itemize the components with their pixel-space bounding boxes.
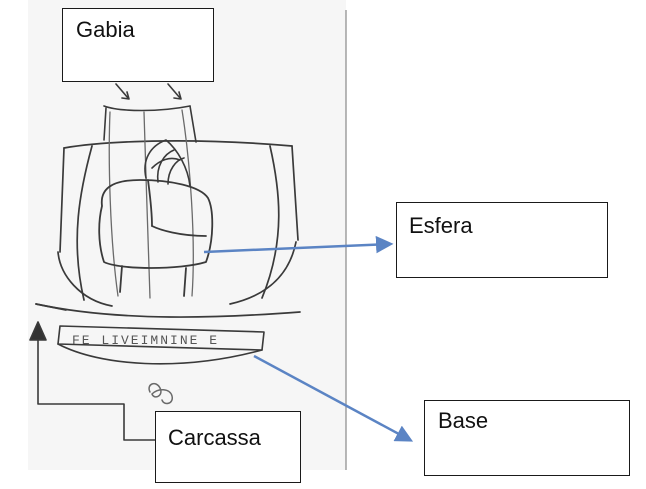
- frame-bracket: [29, 321, 161, 441]
- sketch-signature: [148, 382, 173, 405]
- base-strip: [57, 325, 265, 365]
- gabia-label-box: Gabia: [62, 8, 214, 82]
- base-label: Base: [438, 408, 489, 433]
- base-arrow: [253, 354, 414, 442]
- esfera-label-box: Esfera: [396, 202, 608, 278]
- carcassa-label: Carcassa: [168, 425, 261, 450]
- esfera-label: Esfera: [409, 213, 473, 238]
- inner-cage: [108, 109, 194, 299]
- carcassa-label-box: Carcassa: [155, 411, 301, 483]
- fan-blades: [144, 139, 191, 187]
- sphere-element: [98, 179, 214, 297]
- gabia-label: Gabia: [76, 17, 135, 42]
- base-handwriting: FE LIVEIMNINE E: [72, 333, 219, 348]
- cage-neck: [103, 105, 197, 143]
- gabia-pointer-arrows: [115, 83, 182, 100]
- base-label-box: Base: [424, 400, 630, 476]
- housing-outline: [35, 140, 301, 318]
- esfera-arrow: [203, 235, 394, 254]
